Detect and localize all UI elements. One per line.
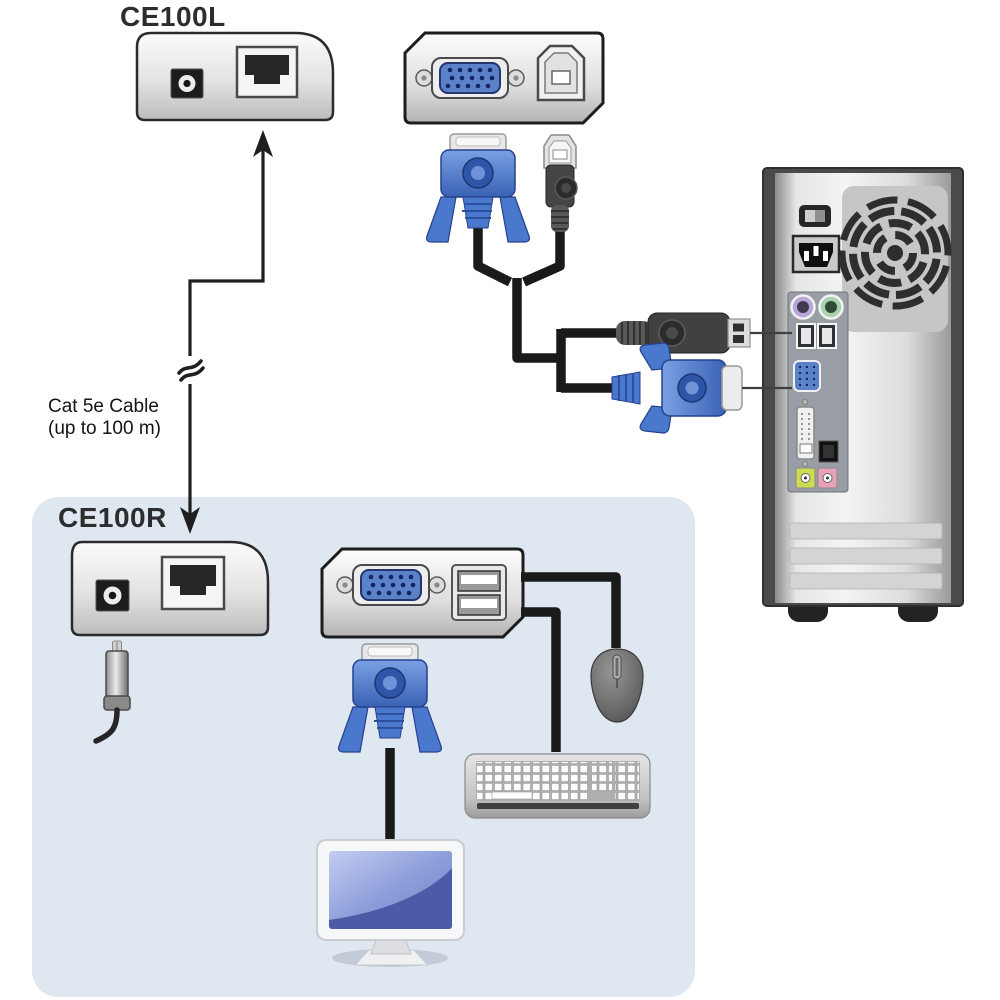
keyboard bbox=[464, 753, 651, 819]
ps2-mouse-port bbox=[790, 294, 816, 320]
local-console-panel bbox=[403, 31, 605, 125]
usb-b-port bbox=[536, 44, 586, 102]
usb-a-connector bbox=[616, 312, 751, 354]
dvi-port bbox=[796, 399, 815, 467]
cat5-cable-label-line1: Cat 5e Cable bbox=[48, 396, 159, 417]
cat5-cable-label-line2: (up to 100 m) bbox=[48, 418, 161, 439]
dc-power-port bbox=[170, 68, 204, 99]
fan-grille-icon bbox=[838, 196, 952, 310]
vga-connector-pc bbox=[611, 342, 743, 434]
vga-port bbox=[793, 360, 821, 392]
usb-ports bbox=[796, 323, 837, 349]
rj45-port bbox=[160, 555, 226, 611]
arrow-up-icon bbox=[253, 130, 273, 157]
power-socket bbox=[791, 234, 841, 274]
local-device-label: CE100L bbox=[120, 1, 226, 32]
remote-cable-lines bbox=[385, 572, 621, 843]
computer-tower bbox=[762, 167, 964, 622]
usb-b-connector bbox=[543, 134, 578, 232]
cable-break-icon bbox=[177, 359, 203, 375]
dc-power-port bbox=[95, 579, 130, 612]
rj45-port bbox=[235, 45, 299, 99]
cat5-cable-line bbox=[177, 130, 273, 534]
vga-port bbox=[336, 564, 446, 606]
remote-device-label: CE100R bbox=[58, 502, 167, 533]
remote-console-panel bbox=[320, 547, 525, 639]
audio-ports bbox=[795, 467, 838, 489]
kvm-cable-lines bbox=[473, 222, 622, 393]
cat5-cable-label: Cat 5e Cable (up to 100 m) bbox=[48, 396, 161, 440]
usb-a-ports bbox=[451, 564, 507, 621]
vga-connector-monitor bbox=[337, 643, 443, 753]
vga-port bbox=[415, 57, 525, 99]
io-panel bbox=[787, 291, 849, 493]
ce100r-device bbox=[70, 540, 270, 637]
arrow-down-icon bbox=[180, 507, 200, 534]
dc-power-plug bbox=[93, 640, 131, 744]
ce100l-device bbox=[135, 31, 335, 122]
lan-port bbox=[818, 440, 839, 463]
expansion-slots bbox=[789, 522, 943, 590]
power-switch bbox=[799, 205, 831, 227]
spacebar bbox=[491, 791, 533, 800]
vga-connector-local bbox=[425, 133, 531, 243]
connection-leads bbox=[742, 331, 792, 390]
monitor bbox=[316, 839, 465, 967]
ps2-keyboard-port bbox=[818, 294, 844, 320]
monitor-screen bbox=[329, 851, 452, 929]
mouse bbox=[590, 648, 644, 723]
